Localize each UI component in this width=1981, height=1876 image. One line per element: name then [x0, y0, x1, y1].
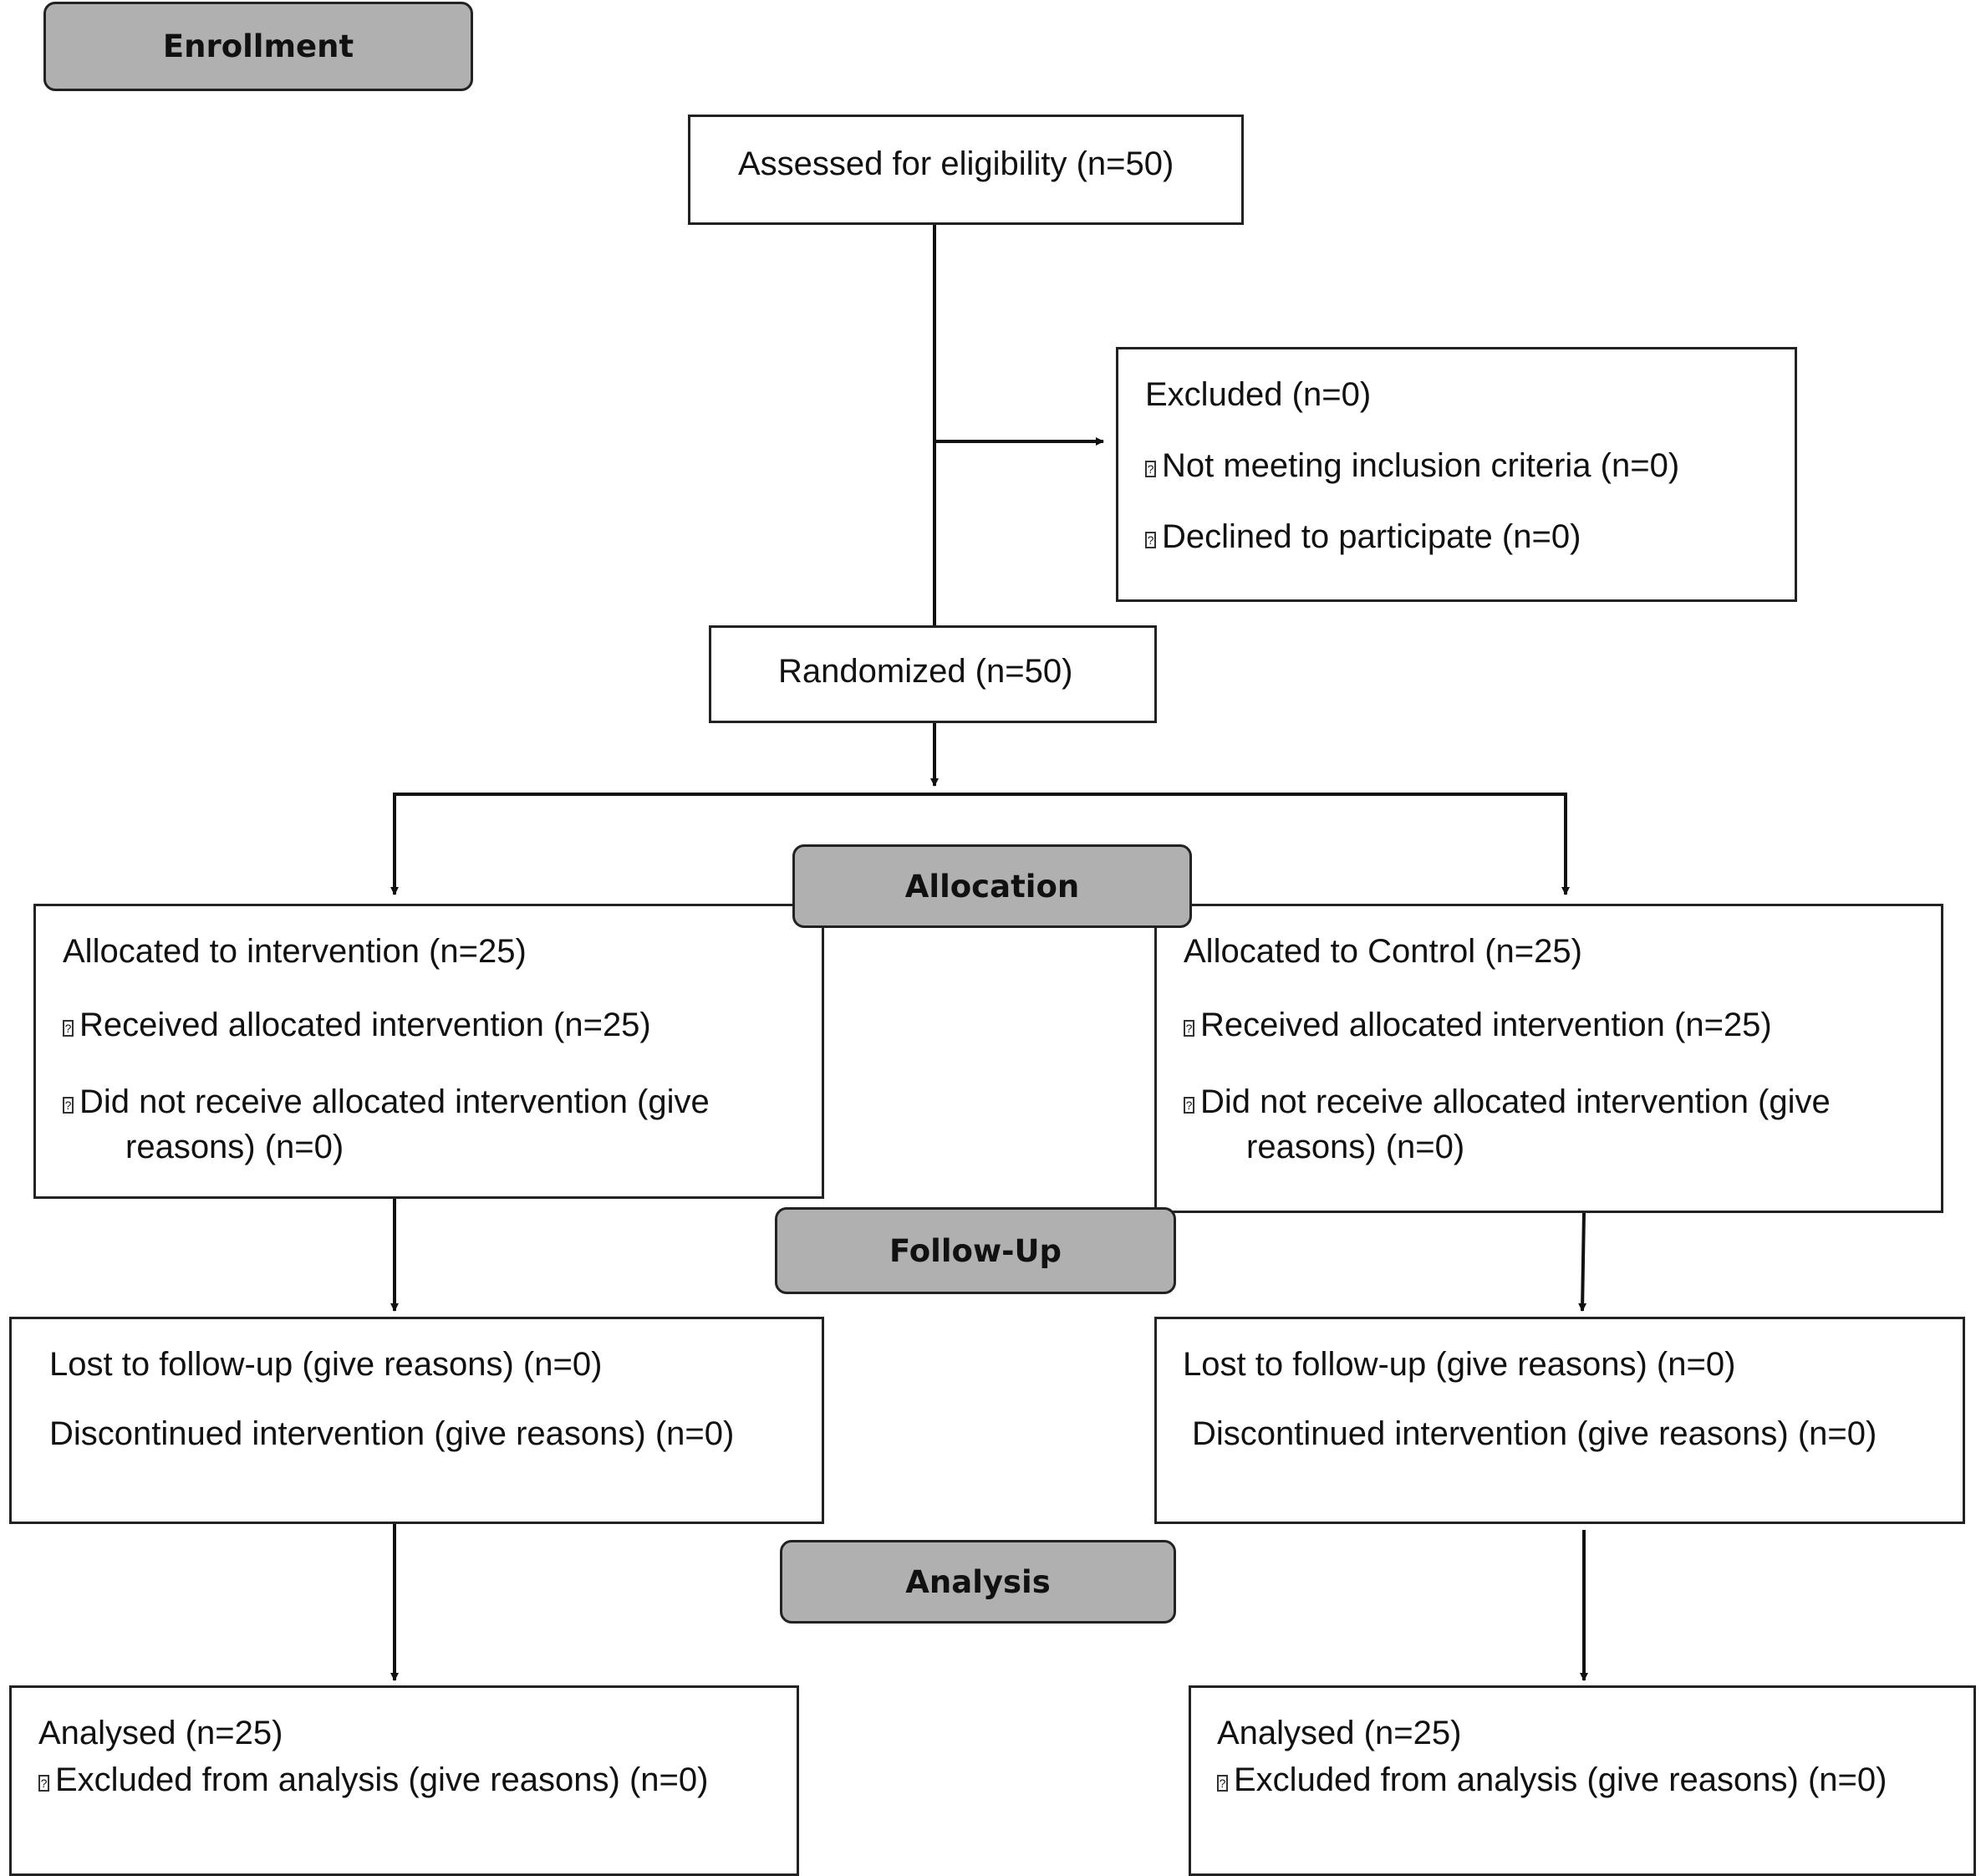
control-allocation-box: Allocated to Control (n=25) Received all…: [1154, 904, 1943, 1213]
excluded-analysis-text: Excluded from analysis (give reasons) (n…: [1217, 1760, 1887, 1800]
excluded-item: Declined to participate (n=0): [1145, 517, 1581, 557]
not-received-text: Did not receive allocated intervention (…: [63, 1082, 710, 1122]
phase-label-analysis: Analysis: [780, 1540, 1176, 1624]
excluded-analysis-text: Excluded from analysis (give reasons) (n…: [38, 1760, 708, 1800]
bullet-icon: [1145, 461, 1156, 477]
not-received-text-cont: reasons) (n=0): [125, 1129, 344, 1165]
received-text: Received allocated intervention (n=25): [1184, 1005, 1772, 1045]
intervention-analysis-box: Analysed (n=25) Excluded from analysis (…: [9, 1685, 799, 1876]
intervention-allocation-box: Allocated to intervention (n=25) Receive…: [33, 904, 824, 1199]
arrow-control-followup: [1578, 1211, 1587, 1312]
bullet-icon: [63, 1097, 74, 1114]
discontinued-text: Discontinued intervention (give reasons)…: [49, 1415, 735, 1452]
phase-label-allocation: Allocation: [792, 844, 1192, 928]
analysed-text: Analysed (n=25): [38, 1715, 283, 1751]
discontinued-text: Discontinued intervention (give reasons)…: [1192, 1415, 1877, 1452]
lost-text: Lost to follow-up (give reasons) (n=0): [1183, 1346, 1736, 1383]
allocated-text: Allocated to intervention (n=25): [63, 933, 527, 970]
excluded-title: Excluded (n=0): [1145, 376, 1372, 413]
randomized-box: Randomized (n=50): [709, 625, 1157, 723]
bullet-icon: [1184, 1097, 1194, 1114]
analysed-text: Analysed (n=25): [1217, 1715, 1462, 1751]
phase-label-enrollment: Enrollment: [43, 2, 473, 91]
excluded-item: Not meeting inclusion criteria (n=0): [1145, 446, 1679, 486]
bullet-icon: [1184, 1020, 1194, 1037]
control-analysis-box: Analysed (n=25) Excluded from analysis (…: [1189, 1685, 1976, 1876]
bullet-icon: [1145, 532, 1156, 548]
excluded-box: Excluded (n=0) Not meeting inclusion cri…: [1116, 347, 1797, 602]
received-text: Received allocated intervention (n=25): [63, 1005, 651, 1045]
control-followup-box: Lost to follow-up (give reasons) (n=0) D…: [1154, 1317, 1965, 1524]
randomized-text: Randomized (n=50): [778, 653, 1073, 690]
phase-label-follow-up: Follow-Up: [775, 1207, 1176, 1294]
bullet-icon: [63, 1020, 74, 1037]
intervention-followup-box: Lost to follow-up (give reasons) (n=0) D…: [9, 1317, 824, 1524]
assessed-box: Assessed for eligibility (n=50): [688, 115, 1244, 225]
lost-text: Lost to follow-up (give reasons) (n=0): [49, 1346, 603, 1383]
not-received-text-cont: reasons) (n=0): [1246, 1129, 1465, 1165]
bullet-icon: [38, 1775, 49, 1792]
assessed-text: Assessed for eligibility (n=50): [738, 145, 1174, 182]
allocated-text: Allocated to Control (n=25): [1184, 933, 1582, 970]
connector-split-bar: [393, 793, 1567, 886]
bullet-icon: [1217, 1775, 1228, 1792]
not-received-text: Did not receive allocated intervention (…: [1184, 1082, 1831, 1122]
